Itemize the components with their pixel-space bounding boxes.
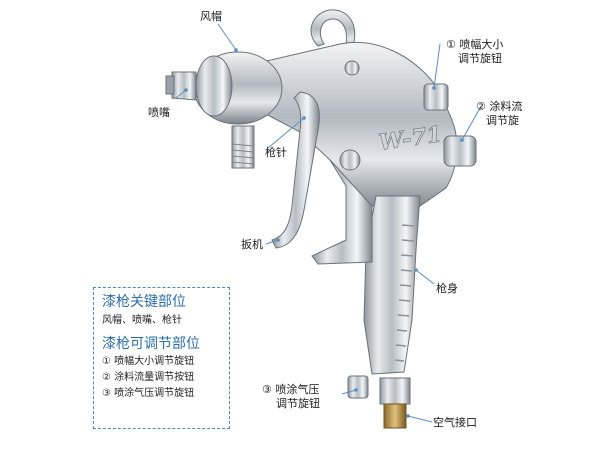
label-fluid-knob-line1: ② 涂料流	[476, 100, 523, 113]
panel-title-key-parts: 漆枪关键部位	[102, 294, 186, 310]
panel-text-key-parts: 风帽、喷嘴、枪针	[102, 315, 182, 326]
leader-lines	[175, 23, 481, 423]
label-trigger: 扳机	[241, 238, 263, 251]
label-fluid-knob-line2: 调节旋	[486, 114, 519, 127]
air-inlet-nut	[379, 377, 411, 405]
panel-item-3: ③ 喷涂气压调节旋钮	[102, 388, 195, 399]
wind-cap-ring	[195, 55, 233, 117]
pressure-adjust-knob	[347, 375, 369, 399]
label-needle: 枪针	[265, 146, 287, 159]
nozzle-tip	[165, 75, 175, 95]
label-nozzle: 喷嘴	[148, 106, 170, 119]
fluid-inlet	[231, 125, 255, 169]
label-fan-knob-line2: 调节旋钮	[458, 52, 502, 65]
nozzle	[171, 71, 197, 101]
body-screw	[344, 60, 360, 76]
label-fan-knob-line1: ① 喷幅大小	[446, 38, 504, 51]
leader-dots	[184, 48, 464, 418]
panel-title-adjustable: 漆枪可调节部位	[102, 336, 200, 352]
label-gun-body: 枪身	[436, 282, 458, 295]
handle-grip-ridges	[394, 224, 415, 362]
label-pressure-knob-line1: ③ 喷涂气压	[262, 383, 320, 396]
trigger	[271, 91, 320, 249]
label-pressure-knob-line2: 调节旋钮	[276, 397, 320, 410]
fluid-adjust-knob	[443, 135, 477, 167]
panel-item-2: ② 涂料流量调节按钮	[102, 372, 195, 383]
body-screw-2	[339, 149, 361, 171]
gun-lower-stem	[311, 159, 373, 265]
panel-item-1: ① 喷幅大小调节旋钮	[102, 356, 195, 367]
fluid-inlet-threads	[231, 143, 255, 165]
label-air-inlet: 空气接口	[433, 416, 477, 429]
label-wind-cap: 风帽	[200, 10, 222, 23]
air-inlet-brass	[383, 403, 407, 429]
info-panel: 漆枪关键部位 风帽、喷嘴、枪针 漆枪可调节部位 ① 喷幅大小调节旋钮 ② 涂料流…	[93, 287, 230, 429]
fan-adjust-knob	[423, 83, 449, 111]
